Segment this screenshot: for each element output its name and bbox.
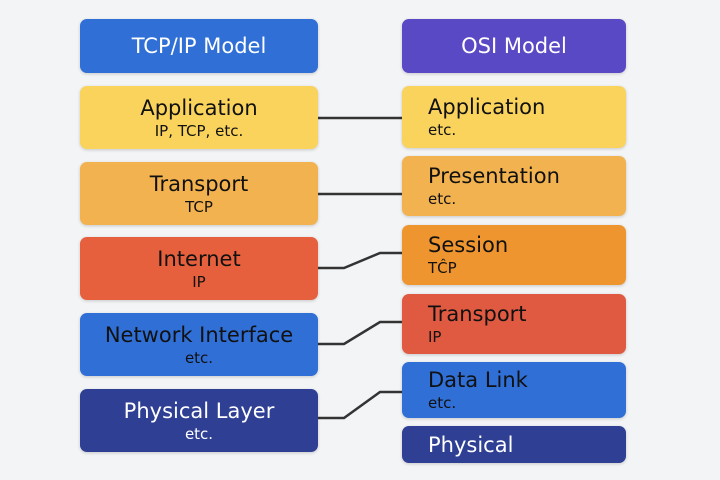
osi-model-title: OSI Model [461, 34, 567, 58]
connector-network-interface [318, 320, 402, 346]
tcpip-layer-transport: Transport TCP [80, 162, 318, 225]
layer-title: Transport [428, 302, 527, 326]
layer-subtitle: IP [192, 272, 206, 291]
layer-title: Application [140, 95, 258, 120]
layer-subtitle: etc. [428, 394, 457, 412]
layer-title: Session [428, 233, 509, 257]
osi-layer-transport: Transport IP [402, 294, 626, 354]
layer-subtitle: IP, TCP, etc. [154, 121, 244, 140]
osi-model-header: OSI Model [402, 19, 626, 73]
tcpip-model-header: TCP/IP Model [80, 19, 318, 73]
osi-layer-physical: Physical [402, 426, 626, 463]
osi-layer-data-link: Data Link etc. [402, 362, 626, 418]
tcpip-model-title: TCP/IP Model [131, 34, 267, 58]
layer-title: Transport [149, 171, 249, 196]
layer-title: Application [428, 95, 546, 119]
connector-physical-layer [318, 390, 402, 420]
osi-layer-presentation: Presentation etc. [402, 156, 626, 216]
layer-subtitle: TCP [185, 197, 213, 216]
tcpip-layer-application: Application IP, TCP, etc. [80, 86, 318, 149]
connector-internet [318, 251, 402, 270]
tcpip-layer-network-interface: Network Interface etc. [80, 313, 318, 376]
layer-subtitle: etc. [184, 424, 214, 443]
tcpip-layer-physical: Physical Layer etc. [80, 389, 318, 452]
osi-layer-application: Application etc. [402, 86, 626, 148]
layer-subtitle: etc. [184, 348, 214, 367]
osi-layer-session: Session TĈP [402, 225, 626, 285]
layer-title: Data Link [428, 368, 528, 392]
layer-title: Physical Layer [123, 398, 275, 423]
layer-title: Internet [157, 246, 241, 271]
tcpip-layer-internet: Internet IP [80, 237, 318, 300]
layer-subtitle: TĈP [428, 259, 457, 277]
layer-subtitle: IP [428, 328, 442, 346]
layer-title: Network Interface [104, 322, 294, 347]
layer-title: Presentation [428, 164, 560, 188]
layer-subtitle: etc. [428, 190, 457, 208]
layer-title: Physical [428, 432, 514, 457]
layer-subtitle: etc. [428, 121, 457, 139]
